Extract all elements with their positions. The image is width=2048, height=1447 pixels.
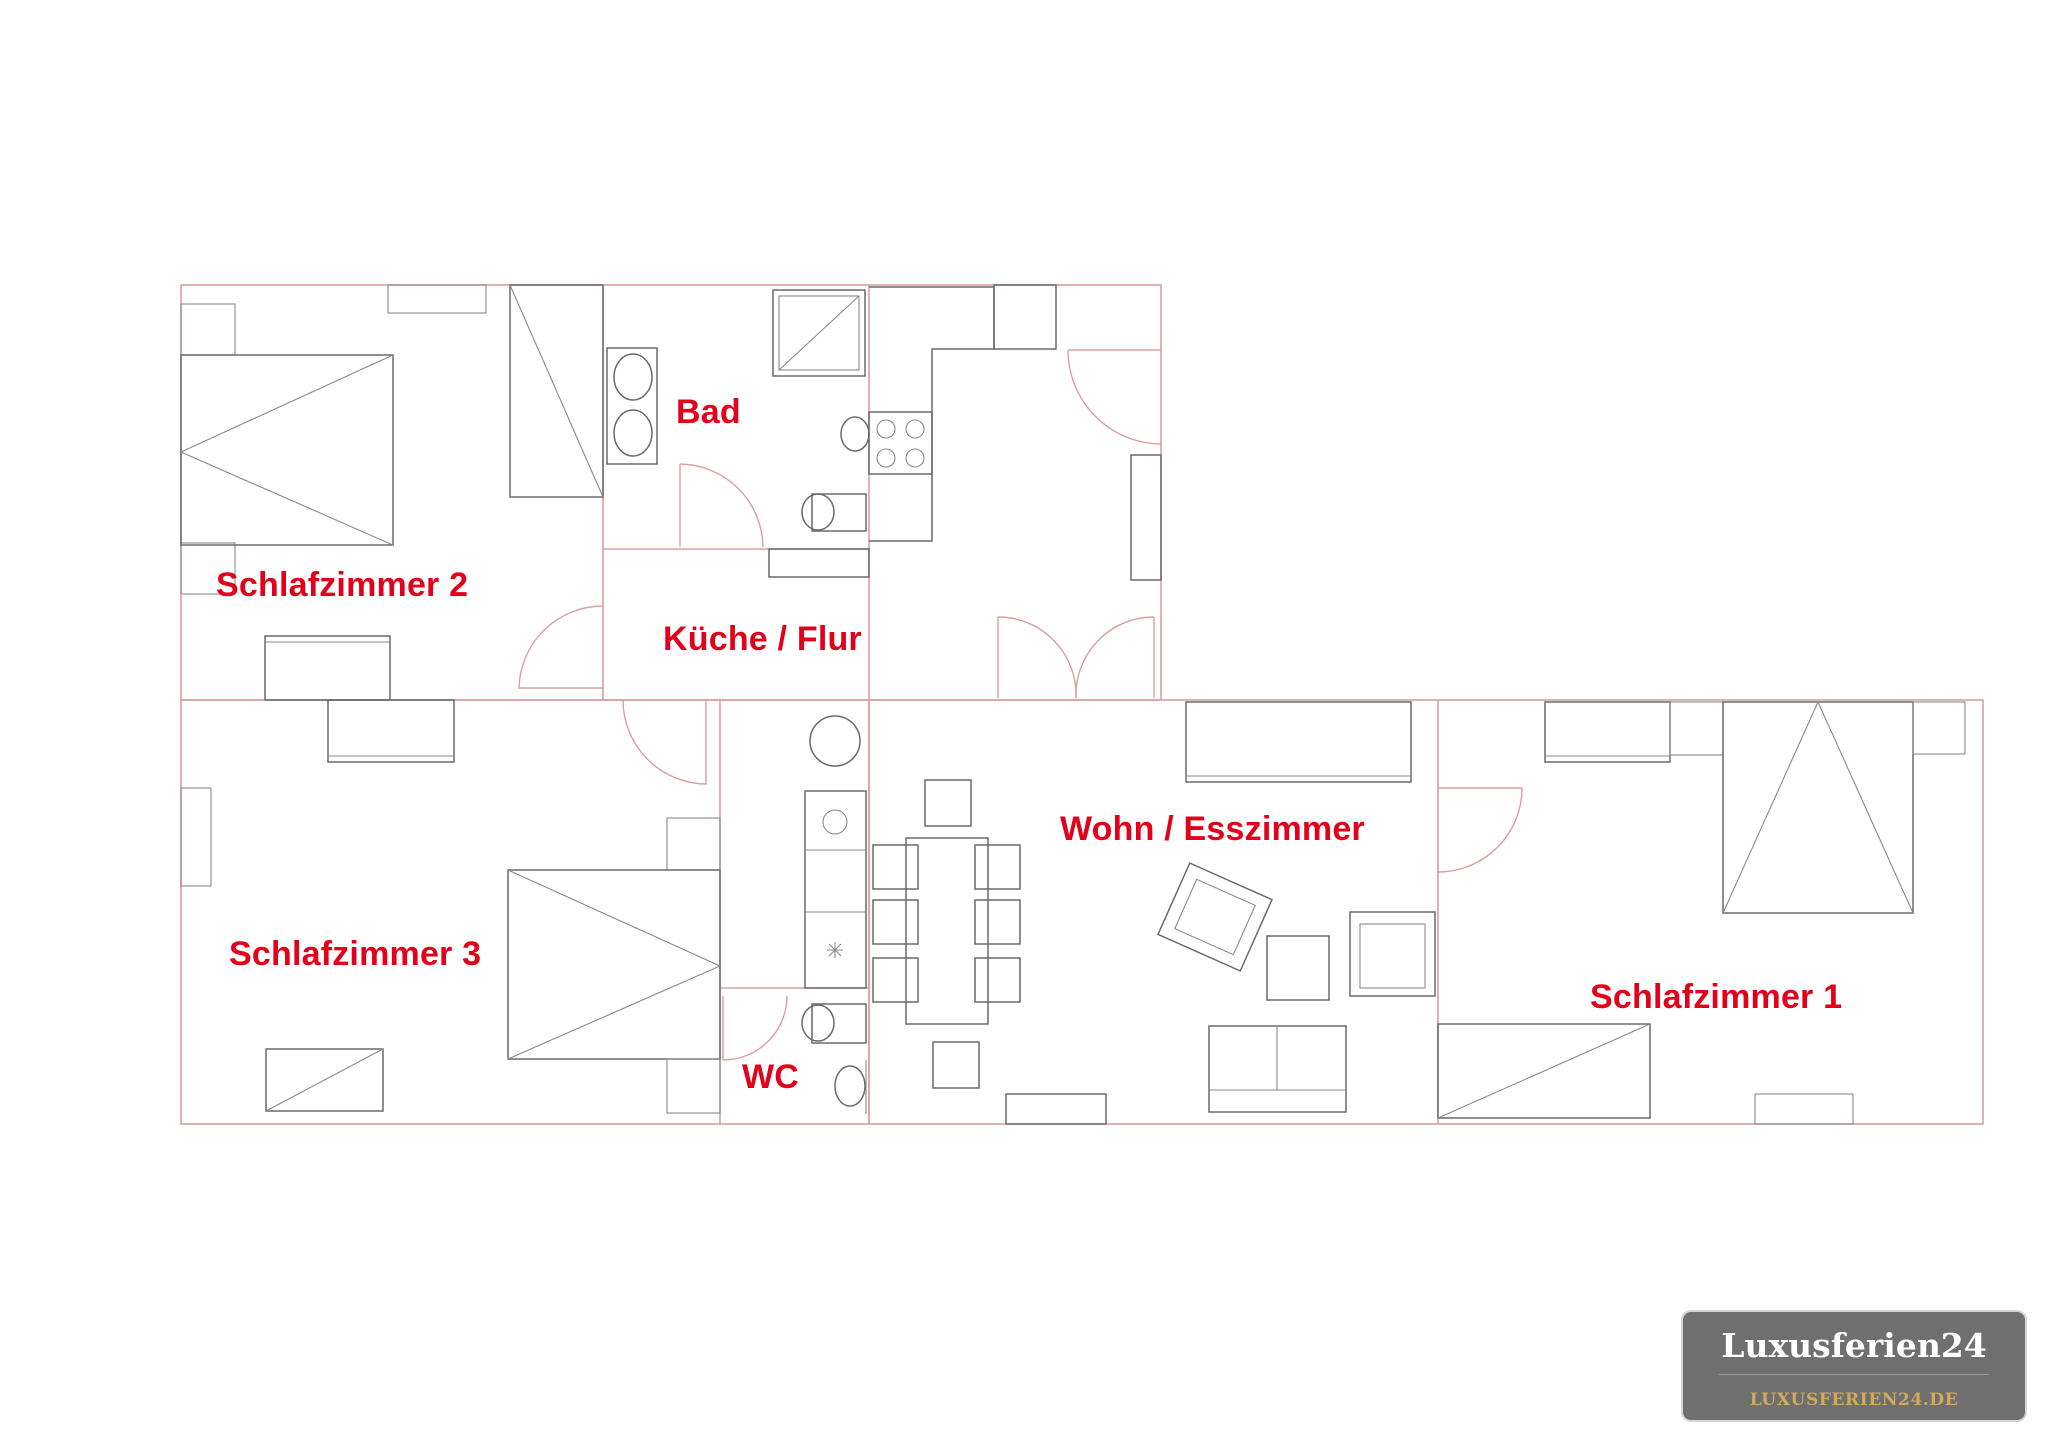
wardrobe-sz2 [509,284,604,498]
bed-sz3 [507,869,721,1060]
kitchen-top-unit [993,284,1057,350]
chair-bottom [932,1041,980,1089]
door-double-left [997,616,1077,699]
desk-sz1 [1544,701,1671,763]
laundry-column [804,790,867,989]
toilet-wc-bowl [801,1004,835,1042]
box-sz3 [265,1048,384,1112]
chair-l3 [872,957,919,1003]
burner-3 [876,448,896,468]
box-sz3-diag [265,1048,384,1112]
sink-2 [613,409,653,457]
kitchen-furniture [868,284,1162,581]
bed-sz2 [180,354,394,546]
door-sz3 [622,699,707,785]
shower [772,289,866,377]
bed-sz3-cover [507,869,722,1060]
sz1-furniture [1437,700,1966,1125]
outline-lower-right [868,699,1984,1125]
desk-sz3 [327,699,455,763]
door-bad [679,463,764,548]
wardrobe-sz1-diag [1437,1023,1651,1119]
toilet-bad-tank [811,493,867,532]
sz2-furniture [179,284,604,701]
wardrobe-sz1 [1437,1023,1651,1119]
chair-l1 [872,844,919,890]
dryer-symbol [827,942,843,958]
nightstand-sz2-top [180,303,236,356]
radiator-sz2 [387,284,487,314]
bed-sz1-cover [1722,700,1914,914]
burner-4 [905,448,925,468]
bad-furniture [606,289,870,578]
armchair-tilted-seat [1174,878,1256,956]
bidet-bad [840,416,870,452]
doors [518,349,1523,1061]
brand-url: LUXUSFERIEN24.DE [1749,1390,1959,1410]
burner-2 [905,419,925,439]
nightstand-sz2-bottom [180,542,236,595]
armchair-right [1349,911,1436,997]
nightstand-sz3-top [666,817,721,871]
living-furniture [872,701,1436,1125]
door-sz2 [518,605,604,689]
label-schlafzimmer-3: Schlafzimmer 3 [229,935,482,973]
label-kueche-flur: Küche / Flur [663,620,862,658]
label-wc: WC [742,1058,800,1096]
bed-sz1 [1722,701,1914,914]
washer-drum [822,809,848,835]
sideboard-top [1185,701,1412,783]
sink-wc [834,1065,866,1107]
label-bad: Bad [676,393,741,431]
toilet-wc-tank [811,1003,867,1044]
sz3-furniture [180,699,722,1114]
radiator-sz1 [1754,1093,1854,1125]
dining-table [905,837,989,1025]
burner-1 [876,419,896,439]
sink-1 [613,353,653,401]
desk-sz2 [264,635,391,701]
label-schlafzimmer-2: Schlafzimmer 2 [216,566,469,604]
bad-cabinet [768,548,870,578]
side-table [1266,935,1330,1001]
stove [868,411,933,475]
chair-top [924,779,972,827]
nightstand-sz3-bottom [666,1058,721,1114]
hall-furniture [804,715,867,989]
armchair-right-seat [1359,923,1426,989]
shower-diag [778,295,860,371]
door-sz1 [1437,787,1523,873]
armchair-tilted [1157,862,1273,972]
brand-divider [1719,1374,1989,1375]
brand-badge[interactable]: Luxusferien24 LUXUSFERIEN24.DE [1683,1312,2025,1420]
nightstand-sz1-right [1912,701,1966,755]
brand-name: Luxusferien24 [1721,1326,1987,1365]
door-double-right [1075,616,1155,699]
label-wohn-esszimmer: Wohn / Esszimmer [1060,810,1365,848]
nightstand-sz1-left [1669,701,1724,756]
shower-inner [778,295,860,371]
door-wc [722,995,788,1061]
radiator-sz3 [180,787,212,887]
chair-r2 [974,899,1021,945]
kitchen-side-cabinet [1130,454,1162,581]
boiler [809,715,861,767]
chair-l2 [872,899,919,945]
label-schlafzimmer-1: Schlafzimmer 1 [1590,978,1843,1016]
door-kitchen-right [1067,349,1162,445]
chair-r3 [974,957,1021,1003]
chair-r1 [974,844,1021,890]
tv-bench [1005,1093,1107,1125]
bed-sz2-cover [179,354,394,546]
wc-furniture [801,1003,867,1114]
kitchen-counter [869,286,995,542]
double-vanity [606,347,658,465]
wardrobe-sz2-diag [509,284,604,498]
toilet-bad-bowl [801,493,835,531]
